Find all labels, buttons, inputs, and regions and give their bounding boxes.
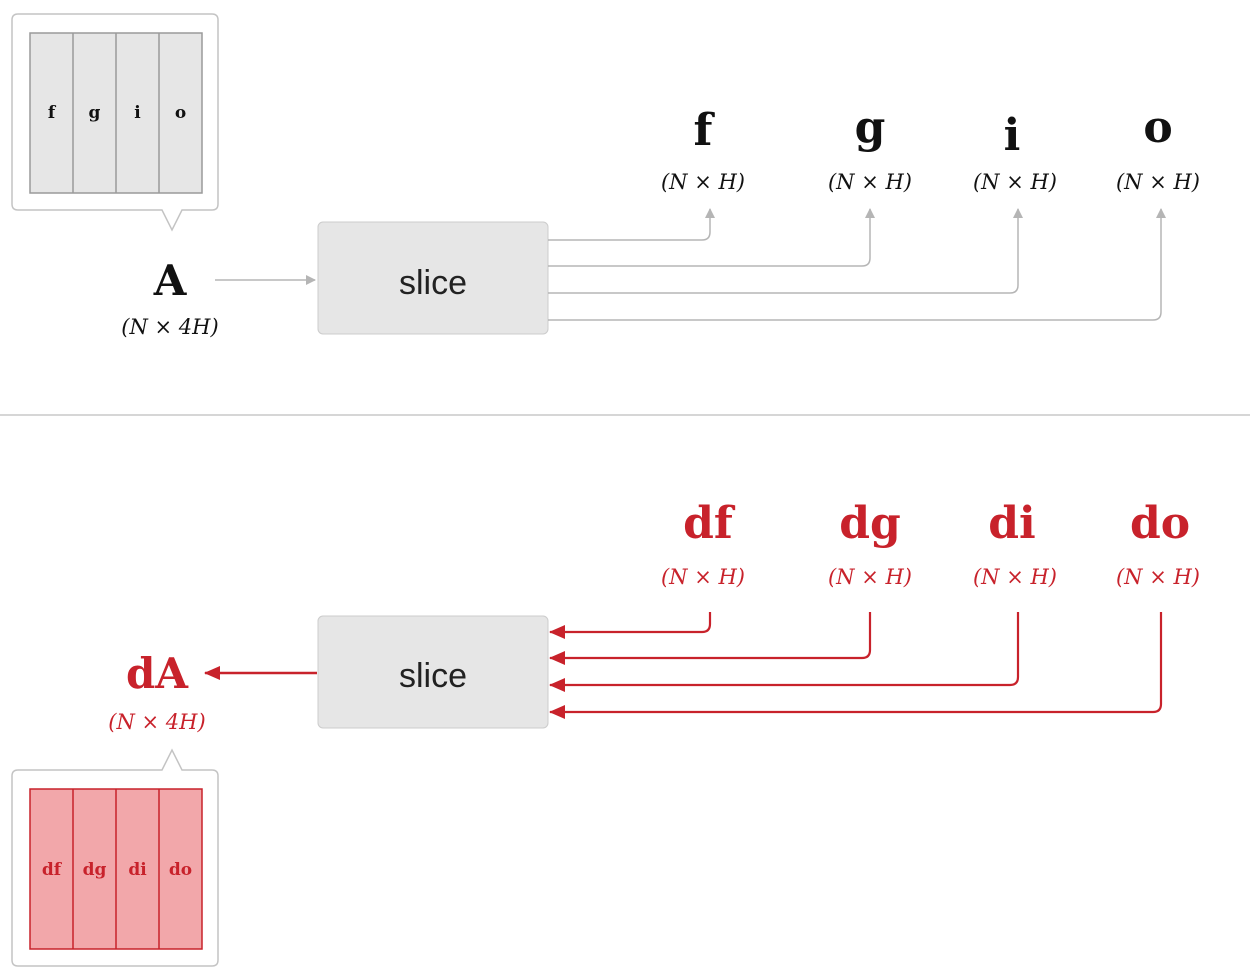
stack-cell-do: do [169,860,192,880]
output-g-label: g [855,102,886,153]
forward-stack-callout: f g i o [11,13,219,232]
backward-section: df (N × H) dg (N × H) di (N × H) do (N ×… [11,498,1200,967]
forward-slice-box [317,221,549,335]
output-f-shape: (N × H) [661,170,745,194]
output-i-label: i [1004,110,1021,161]
backward-stack-callout: df dg di do [11,748,219,967]
grad-di-shape: (N × H) [973,565,1057,589]
stack-cell-i: i [134,103,141,123]
stack-cell-f: f [48,103,57,123]
grad-do-label: do [1130,498,1190,549]
backward-slice-label: slice [399,657,467,695]
output-i-shape: (N × H) [973,170,1057,194]
route-to-o [548,208,1166,321]
stack-cell-di: di [128,860,147,880]
route-to-i [548,208,1023,294]
grad-di-label: di [988,498,1035,549]
route-to-f [548,208,715,241]
grad-route-di [549,612,1020,692]
grad-df-label: df [683,498,736,549]
stack-cell-g: g [89,103,101,123]
grad-route-do [549,612,1163,719]
output-g-shape: (N × H) [828,170,912,194]
backward-slice-box [317,615,549,729]
output-o-label: o [1143,102,1172,153]
stack-cell-df: df [42,860,63,880]
route-to-g [548,208,875,267]
grad-route-df [549,612,712,639]
output-o-shape: (N × H) [1116,170,1200,194]
grad-route-dg [549,612,872,665]
forward-slice-label: slice [399,264,467,302]
forward-section: f g i o A (N × 4H) slice f (N × H) g (N … [11,13,1200,339]
stack-cell-dg: dg [83,860,107,880]
input-a-label: A [153,256,188,305]
input-a-shape: (N × 4H) [121,315,218,339]
grad-do-shape: (N × H) [1116,565,1200,589]
result-da-label: dA [126,649,189,698]
grad-df-shape: (N × H) [661,565,745,589]
result-da-shape: (N × 4H) [108,710,205,734]
output-f-label: f [694,105,716,156]
grad-dg-shape: (N × H) [828,565,912,589]
stack-cell-o: o [175,103,186,123]
grad-dg-label: dg [839,498,901,549]
